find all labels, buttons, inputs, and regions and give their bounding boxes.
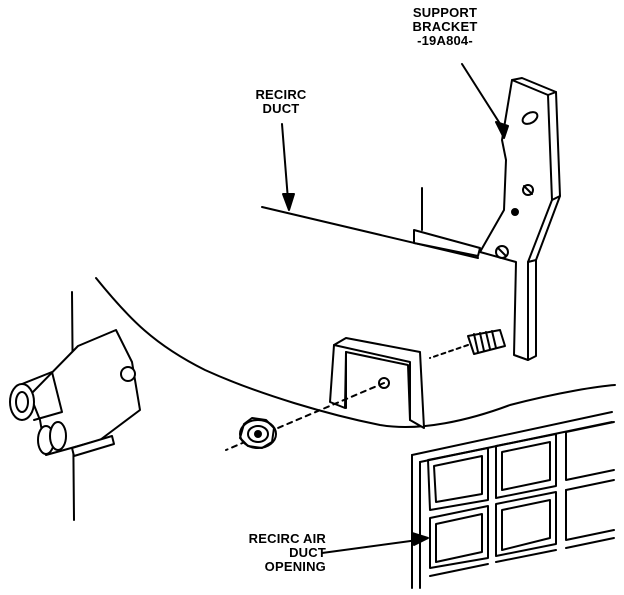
label-line: RECIRC xyxy=(255,87,307,102)
bracket-screw xyxy=(522,184,534,196)
label-line: OPENING xyxy=(264,559,326,574)
threaded-stud xyxy=(429,329,506,359)
label-line: RECIRC AIR xyxy=(248,531,326,546)
bracket-screw xyxy=(495,245,509,259)
recirc-duct-body xyxy=(95,187,616,428)
label-line: -19A804- xyxy=(417,33,473,48)
leader-duct-opening xyxy=(321,532,429,554)
label-line: DUCT xyxy=(262,101,300,116)
support-bracket-label: SUPPORT BRACKET -19A804- xyxy=(404,6,486,48)
leader-support-bracket xyxy=(461,63,509,139)
label-line: SUPPORT xyxy=(412,5,478,20)
bracket-slot xyxy=(521,111,539,125)
left-fitting xyxy=(9,291,141,521)
label-line: BRACKET xyxy=(412,19,478,34)
mounting-tab xyxy=(225,337,425,451)
leader-recirc-duct xyxy=(281,123,295,211)
recirc-duct-label: RECIRC DUCT xyxy=(244,88,318,116)
support-bracket xyxy=(479,77,561,361)
label-line: DUCT xyxy=(289,545,326,560)
recirc-air-duct-opening-label: RECIRC AIR DUCT OPENING xyxy=(214,532,326,574)
duct-opening-grille xyxy=(411,411,615,589)
flange-nut xyxy=(239,417,277,449)
